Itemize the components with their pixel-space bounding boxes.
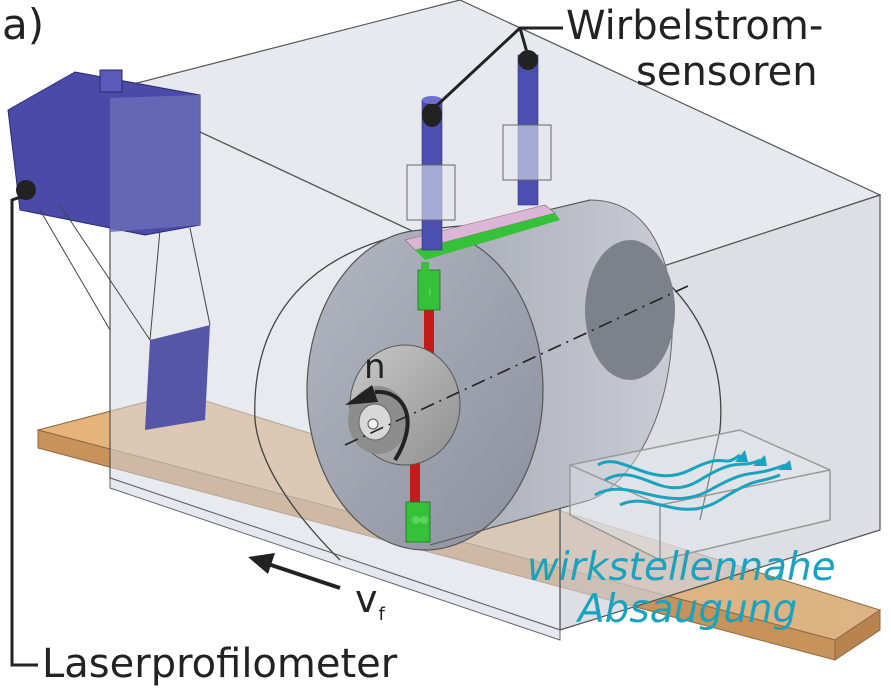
suction-label-line2: Absaugung bbox=[578, 587, 798, 632]
suction-unit bbox=[569, 429, 831, 561]
laser-profilometer-label: Laserprofilometer bbox=[42, 641, 398, 687]
rotation-axis bbox=[344, 284, 691, 446]
airflow-arrows bbox=[594, 453, 786, 511]
eddy-current-sensor-label-line1: Wirbelstrom- bbox=[566, 3, 824, 49]
feed-direction-arrow bbox=[248, 553, 341, 590]
rotation-arrow bbox=[374, 389, 410, 462]
panel-label-text: a) bbox=[2, 0, 45, 49]
feed-speed-label: vf bbox=[355, 580, 385, 624]
suction-label-line1: wirkstellennahe bbox=[527, 545, 836, 590]
eddy-current-sensor-label-line2: sensoren bbox=[636, 49, 818, 95]
rotation-speed-label: n bbox=[364, 347, 386, 387]
panel-label: a) bbox=[2, 4, 44, 46]
laser-profilometer bbox=[7, 69, 211, 430]
feed-subscript: f bbox=[378, 604, 385, 625]
leader-lines bbox=[10, 26, 563, 667]
spindle-hub bbox=[345, 344, 461, 466]
feed-symbol: v bbox=[355, 577, 378, 621]
eddy-current-sensors bbox=[406, 50, 552, 251]
